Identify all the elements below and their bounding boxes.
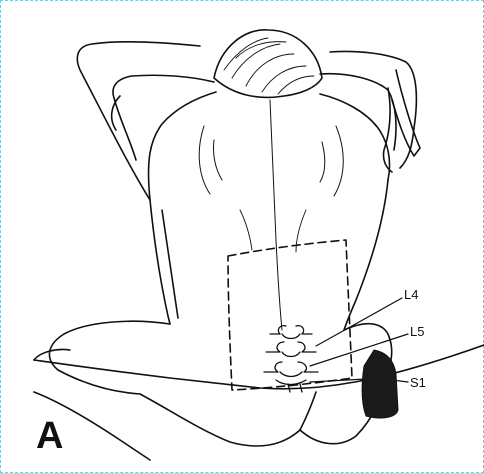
vertebra-l3 [270,326,312,339]
label-l4: L4 [404,287,418,302]
cushion [34,349,70,360]
left-arm-outer [77,42,200,200]
hip-pillow-shading [362,350,398,418]
torso-right-side [344,180,388,330]
buttock-left [140,394,300,446]
gluteal-cleft [300,392,316,430]
hip-left [49,321,170,394]
vertebra-l5 [264,362,318,377]
left-shoulder [149,92,217,200]
left-scapula [199,126,222,194]
torso-left-side [150,200,170,324]
lumbar-region-outline [228,240,352,390]
right-shoulder [320,94,390,180]
label-l5: L5 [410,324,424,339]
vertebra-l4 [266,342,316,357]
left-arm-inner [113,75,214,160]
towel-edge [383,88,392,172]
label-s1: S1 [410,375,426,390]
head-outline [214,30,322,98]
hair-strands [224,38,314,94]
panel-letter: A [36,415,63,457]
spine-groove [270,100,282,330]
right-scapula [320,126,343,196]
leader-l5 [310,334,408,366]
